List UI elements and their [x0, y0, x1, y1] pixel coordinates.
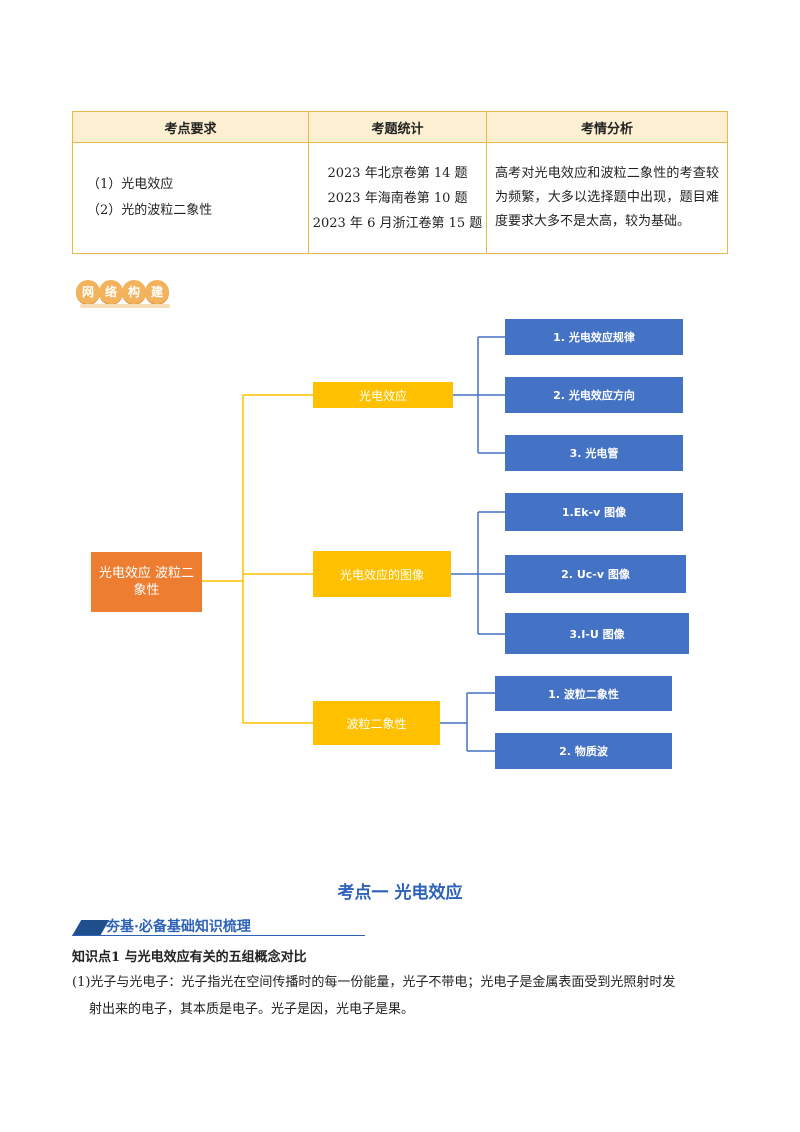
table-row: （1）光电效应 （2）光的波粒二象性 2023 年北京卷第 14 题 2023 … [72, 142, 728, 254]
network-construction-badge: 网 络 构 建 [76, 279, 170, 304]
badge-char: 建 [145, 279, 169, 304]
badge-char: 络 [99, 279, 123, 304]
banner-bar [72, 920, 110, 936]
exam-requirements-table: 考点要求 考题统计 考情分析 （1）光电效应 （2）光的波粒二象性 2023 年… [72, 111, 728, 254]
requirement-item: （1）光电效应 [87, 177, 174, 192]
paragraph-line: 射出来的电子，其本质是电子。光子是因，光电子是果。 [89, 1002, 415, 1017]
leaf-phototube: 3. 光电管 [505, 435, 683, 471]
leaf-ek-v-graph: 1.Ek-v 图像 [505, 493, 683, 531]
branch-photoelectric-graphs: 光电效应的图像 [313, 551, 451, 597]
knowledge-paragraph: (1)光子与光电子：光子指光在空间传播时的每一份能量，光子不带电；光电子是金属表… [72, 969, 732, 1023]
badge-shadow [80, 304, 170, 308]
banner-text: 夯基·必备基础知识梳理 [106, 919, 251, 935]
header-requirements: 考点要求 [72, 111, 309, 143]
leaf-photoelectric-direction: 2. 光电效应方向 [505, 377, 683, 413]
requirements-cell: （1）光电效应 （2）光的波粒二象性 [72, 142, 309, 254]
statistics-cell: 2023 年北京卷第 14 题 2023 年海南卷第 10 题 2023 年 6… [308, 142, 487, 254]
badge-char: 网 [76, 279, 100, 304]
section-title: 考点一 光电效应 [337, 883, 463, 903]
leaf-uc-v-graph: 2. Uc-v 图像 [505, 555, 686, 593]
leaf-wave-particle-duality: 1. 波粒二象性 [495, 676, 672, 711]
leaf-photoelectric-laws: 1. 光电效应规律 [505, 319, 683, 355]
knowledge-point-title: 知识点1 与光电效应有关的五组概念对比 [72, 950, 307, 965]
section-banner: 夯基·必备基础知识梳理 [72, 914, 365, 936]
table-header-row: 考点要求 考题统计 考情分析 [72, 111, 728, 143]
statistic-item: 2023 年北京卷第 14 题 [327, 165, 468, 181]
requirement-item: （2）光的波粒二象性 [87, 203, 213, 218]
leaf-i-u-graph: 3.I-U 图像 [505, 613, 689, 654]
branch-wave-particle-duality: 波粒二象性 [313, 701, 440, 745]
statistic-item: 2023 年海南卷第 10 题 [327, 190, 468, 206]
paragraph-line: (1)光子与光电子：光子指光在空间传播时的每一份能量，光子不带电；光电子是金属表… [72, 975, 676, 990]
analysis-cell: 高考对光电效应和波粒二象性的考查较为频繁，大多以选择题中出现，题目难度要求大多不… [486, 142, 728, 254]
banner-underline [72, 935, 365, 936]
statistic-item: 2023 年 6 月浙江卷第 15 题 [312, 215, 483, 231]
badge-char: 构 [122, 279, 146, 304]
mindmap-root-node: 光电效应 波粒二象性 [91, 552, 202, 612]
branch-photoelectric-effect: 光电效应 [313, 382, 453, 408]
leaf-matter-wave: 2. 物质波 [495, 733, 672, 769]
